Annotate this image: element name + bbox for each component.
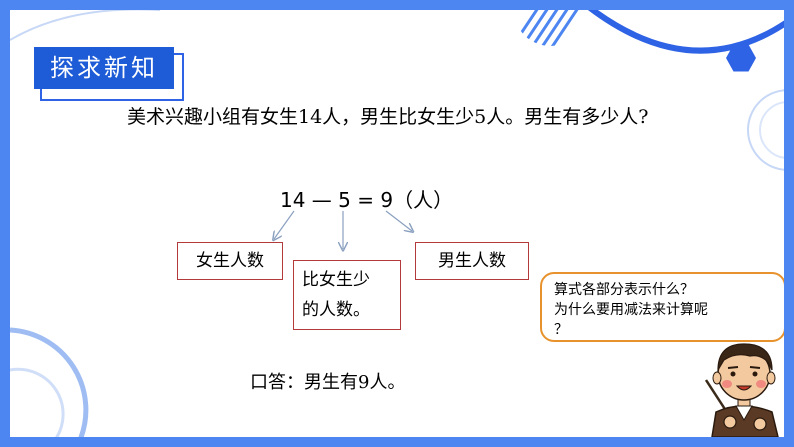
answer-text: 口答：男生有9人。 (250, 372, 406, 393)
teacher-figure-icon (704, 343, 779, 437)
problem-text: 美术兴趣小组有女生14人，男生比女生少5人。男生有多少人? (127, 106, 649, 128)
slide-canvas: 探求新知 美术兴趣小组有女生14人，男生比女生少5人。男生有多少人? 14 — … (10, 10, 784, 437)
female-count-label: 女生人数 (177, 242, 283, 280)
speech-line-1: 算式各部分表示什么？ (554, 282, 694, 298)
difference-label-line2: 的人数。 (302, 300, 370, 320)
top-left-arc-icon (10, 10, 160, 41)
section-title-label: 探求新知 (34, 47, 174, 89)
arc-decoration-icon (588, 10, 784, 54)
bottom-left-arc-icon (10, 327, 89, 437)
speech-bubble: 算式各部分表示什么？ 为什么要用减法来计算呢 ？ (540, 272, 784, 342)
ring-decoration-icon (747, 89, 784, 171)
male-count-label: 男生人数 (415, 242, 529, 280)
striped-circle-icon (514, 10, 586, 46)
difference-label-line1: 比女生少 (302, 270, 370, 290)
hexagon-icon (726, 44, 756, 72)
difference-label: 比女生少 的人数。 (293, 260, 401, 330)
equation-text: 14 — 5 = 9（人） (280, 188, 454, 212)
speech-line-3: ？ (554, 322, 568, 338)
speech-line-2: 为什么要用减法来计算呢 (554, 302, 708, 318)
section-title: 探求新知 (34, 47, 184, 101)
connector-lines (260, 210, 430, 265)
